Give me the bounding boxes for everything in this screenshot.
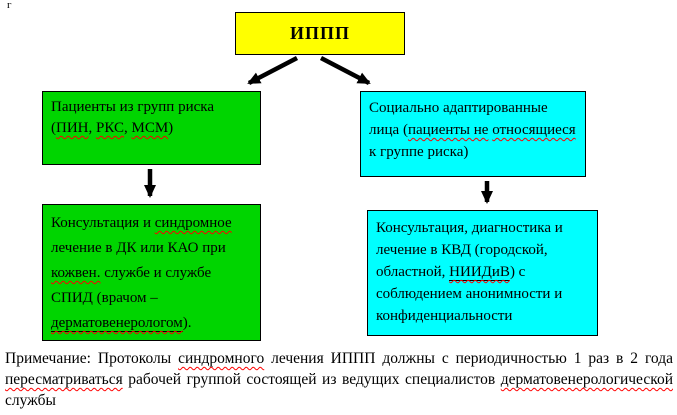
text-segment: службе и службе СПИД (врачом – bbox=[51, 265, 212, 306]
text-segment: дерматовенерологом bbox=[51, 315, 183, 332]
box-adapted-treatment: Консультация, диагностика и лечение в КВ… bbox=[367, 210, 598, 336]
text-segment: службы bbox=[5, 392, 56, 409]
text-segment: , bbox=[88, 120, 96, 136]
text-segment: НИИДиВ bbox=[449, 264, 510, 281]
text-segment: относящиеся bbox=[492, 122, 576, 138]
text-segment: к группе риска) bbox=[369, 144, 469, 160]
box-risk-treatment: Консультация и синдромное лечение в ДК и… bbox=[42, 204, 261, 341]
text-segment: рабочей группой состоящей из ведущих спе… bbox=[122, 371, 501, 388]
footnote-text: Примечание: Протоколы синдромного лечени… bbox=[5, 348, 673, 411]
text-segment: Социально адаптированные лица ( bbox=[369, 100, 548, 138]
arrow-root-to-adapted bbox=[319, 56, 371, 85]
text-segment: Пациенты из групп риска ( bbox=[51, 99, 214, 136]
box-adapted-persons: Социально адаптированные лица (пациенты … bbox=[360, 91, 586, 177]
text-segment: Консультация и bbox=[51, 215, 155, 231]
root-box-label: ИППП bbox=[289, 23, 350, 43]
text-segment: лечение в ДК или КАО при bbox=[51, 240, 226, 256]
root-box-ippp: ИППП bbox=[235, 12, 405, 55]
arrow-root-to-risk-groups bbox=[247, 56, 299, 85]
box-risk-groups: Пациенты из групп риска (ПИН, РКС, МСМ) bbox=[42, 91, 261, 165]
text-segment: синдромное bbox=[154, 215, 232, 231]
corner-mark: г bbox=[7, 0, 12, 11]
text-segment: ). bbox=[182, 315, 192, 331]
text-segment: дерматовенерологической bbox=[500, 371, 673, 388]
text-segment: лечения ИППП должны с периодичностью 1 р… bbox=[264, 350, 673, 367]
text-segment: пересматриваться bbox=[5, 371, 123, 388]
text-segment: РКС bbox=[96, 120, 124, 136]
text-segment: синдромного bbox=[178, 350, 265, 367]
text-segment: МСМ bbox=[131, 120, 169, 136]
text-segment: Консультация, диагностика и лечение в КВ… bbox=[376, 220, 563, 280]
text-segment: ПИН bbox=[56, 120, 89, 136]
text-segment: , bbox=[123, 120, 132, 136]
text-segment: ) bbox=[168, 120, 174, 136]
text-segment: пациенты не bbox=[407, 122, 489, 138]
text-segment: ) с соблюдением анонимности и конфиденци… bbox=[376, 264, 563, 324]
text-segment: Примечание: Протоколы bbox=[5, 350, 179, 367]
text-segment: кожвен. bbox=[51, 265, 101, 281]
